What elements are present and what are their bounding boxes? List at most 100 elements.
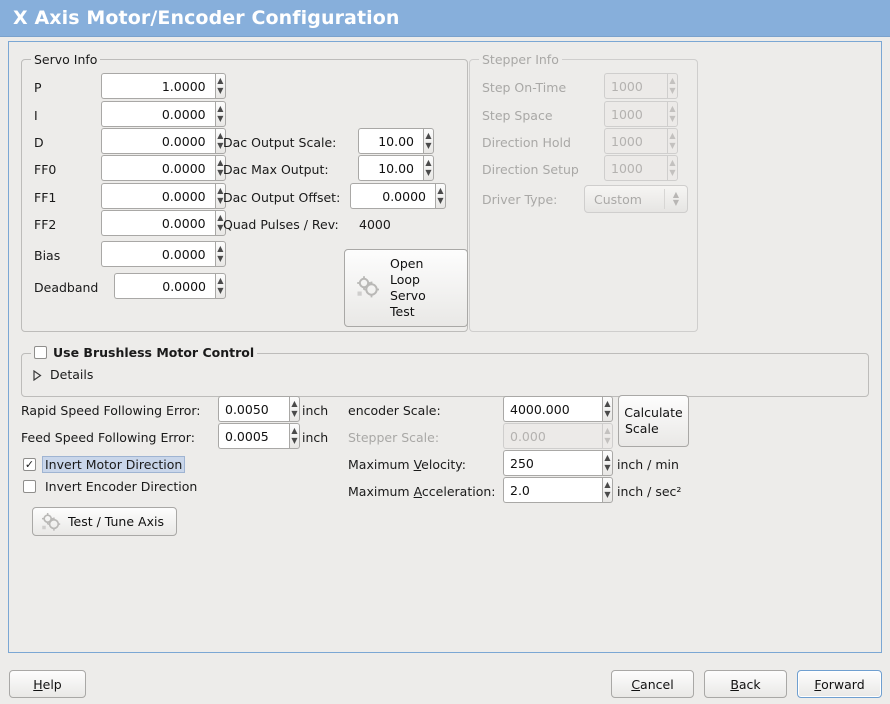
dac-output-offset-input[interactable]: [350, 183, 435, 209]
servo-ff1-stepper[interactable]: ▲ ▼: [214, 183, 226, 209]
servo-bias-input[interactable]: [101, 241, 215, 267]
invert-motor-direction-row[interactable]: ✓ Invert Motor Direction: [23, 456, 186, 473]
rapid-following-error-input[interactable]: [218, 396, 289, 422]
servo-bias-spinbox[interactable]: ▲ ▼: [101, 241, 226, 267]
back-button[interactable]: Back: [704, 670, 787, 698]
spin-up-icon[interactable]: ▲: [291, 426, 298, 435]
servo-ff2-stepper[interactable]: ▲ ▼: [214, 210, 226, 236]
maximum-acceleration-spinbox[interactable]: ▲ ▼: [503, 477, 613, 503]
spin-down-icon[interactable]: ▼: [604, 409, 611, 418]
open-loop-servo-test-button[interactable]: Open Loop Servo Test: [344, 249, 468, 327]
rapid-following-error-stepper[interactable]: ▲ ▼: [289, 396, 300, 422]
cancel-button[interactable]: Cancel: [611, 670, 694, 698]
spin-up-icon[interactable]: ▲: [425, 131, 432, 140]
maximum-velocity-stepper[interactable]: ▲ ▼: [602, 450, 613, 476]
spin-down-icon[interactable]: ▼: [217, 168, 224, 177]
encoder-scale-input[interactable]: [503, 396, 602, 422]
maximum-velocity-spinbox[interactable]: ▲ ▼: [503, 450, 613, 476]
spin-down-icon[interactable]: ▼: [425, 168, 432, 177]
servo-deadband-spinbox[interactable]: ▲ ▼: [114, 273, 226, 299]
spin-up-icon[interactable]: ▲: [217, 104, 224, 113]
forward-button[interactable]: Forward: [797, 670, 882, 698]
spin-down-icon[interactable]: ▼: [217, 196, 224, 205]
rapid-following-error-spinbox[interactable]: ▲ ▼: [218, 396, 300, 422]
dac-output-offset-spinbox[interactable]: ▲ ▼: [350, 183, 446, 209]
servo-d-input[interactable]: [101, 128, 215, 154]
servo-bias-stepper[interactable]: ▲ ▼: [214, 241, 226, 267]
dac-output-offset-stepper[interactable]: ▲ ▼: [435, 183, 446, 209]
spin-down-icon[interactable]: ▼: [425, 141, 432, 150]
spin-down-icon[interactable]: ▼: [217, 141, 224, 150]
encoder-scale-stepper[interactable]: ▲ ▼: [602, 396, 613, 422]
maximum-acceleration-stepper[interactable]: ▲ ▼: [602, 477, 613, 503]
maximum-acceleration-input[interactable]: [503, 477, 602, 503]
dac-max-output-stepper[interactable]: ▲ ▼: [423, 155, 434, 181]
invert-motor-direction-checkbox[interactable]: ✓: [23, 458, 36, 471]
use-brushless-motor-control-checkbox[interactable]: [34, 346, 47, 359]
max-accel-label-post: cceleration:: [421, 484, 496, 499]
servo-ff2-input[interactable]: [101, 210, 215, 236]
servo-ff0-input[interactable]: [101, 155, 215, 181]
test-tune-axis-button[interactable]: Test / Tune Axis: [32, 507, 177, 536]
feed-following-error-stepper[interactable]: ▲ ▼: [289, 423, 300, 449]
servo-deadband-stepper[interactable]: ▲ ▼: [215, 273, 226, 299]
dac-output-scale-stepper[interactable]: ▲ ▼: [423, 128, 434, 154]
encoder-scale-spinbox[interactable]: ▲ ▼: [503, 396, 613, 422]
spin-up-icon[interactable]: ▲: [217, 131, 224, 140]
gears-icon: [355, 275, 381, 302]
spin-up-icon[interactable]: ▲: [437, 186, 444, 195]
spin-up-icon[interactable]: ▲: [604, 399, 611, 408]
maximum-velocity-input[interactable]: [503, 450, 602, 476]
servo-ff2-spinbox[interactable]: ▲ ▼: [101, 210, 226, 236]
servo-i-stepper[interactable]: ▲ ▼: [214, 101, 226, 127]
spin-up-icon[interactable]: ▲: [217, 158, 224, 167]
servo-p-stepper[interactable]: ▲ ▼: [214, 73, 226, 99]
stepper-info-legend: Stepper Info: [479, 52, 562, 67]
spin-up-icon[interactable]: ▲: [425, 158, 432, 167]
servo-deadband-input[interactable]: [114, 273, 215, 299]
dac-output-scale-input[interactable]: [358, 128, 423, 154]
servo-ff0-spinbox[interactable]: ▲ ▼: [101, 155, 226, 181]
spin-down-icon[interactable]: ▼: [217, 86, 224, 95]
spin-down-icon[interactable]: ▼: [217, 223, 224, 232]
servo-label-i: I: [34, 108, 38, 123]
spin-up-icon[interactable]: ▲: [217, 186, 224, 195]
servo-i-input[interactable]: [101, 101, 215, 127]
spin-down-icon[interactable]: ▼: [604, 490, 611, 499]
servo-i-spinbox[interactable]: ▲ ▼: [101, 101, 226, 127]
spin-down-icon[interactable]: ▼: [604, 463, 611, 472]
brushless-legend-wrap: Use Brushless Motor Control: [31, 345, 258, 360]
servo-p-spinbox[interactable]: ▲ ▼: [101, 73, 226, 99]
spin-down-icon[interactable]: ▼: [217, 286, 224, 295]
servo-d-stepper[interactable]: ▲ ▼: [214, 128, 226, 154]
spin-down-icon[interactable]: ▼: [291, 409, 298, 418]
spin-up-icon[interactable]: ▲: [217, 213, 224, 222]
spin-up-icon[interactable]: ▲: [217, 244, 224, 253]
calculate-scale-button[interactable]: Calculate Scale: [618, 395, 689, 447]
dac-output-scale-spinbox[interactable]: ▲ ▼: [358, 128, 434, 154]
spin-up-icon[interactable]: ▲: [604, 480, 611, 489]
servo-ff1-spinbox[interactable]: ▲ ▼: [101, 183, 226, 209]
spin-up-icon[interactable]: ▲: [217, 76, 224, 85]
spin-up-icon[interactable]: ▲: [217, 276, 224, 285]
invert-encoder-direction-checkbox[interactable]: [23, 480, 36, 493]
servo-ff0-stepper[interactable]: ▲ ▼: [214, 155, 226, 181]
feed-following-error-input[interactable]: [218, 423, 289, 449]
chevron-right-icon[interactable]: [33, 369, 42, 382]
dac-max-output-spinbox[interactable]: ▲ ▼: [358, 155, 434, 181]
invert-encoder-direction-row[interactable]: Invert Encoder Direction: [23, 478, 200, 495]
servo-d-spinbox[interactable]: ▲ ▼: [101, 128, 226, 154]
servo-ff1-input[interactable]: [101, 183, 215, 209]
feed-following-error-spinbox[interactable]: ▲ ▼: [218, 423, 300, 449]
dac-max-output-input[interactable]: [358, 155, 423, 181]
spin-down-icon[interactable]: ▼: [291, 436, 298, 445]
spin-down-icon[interactable]: ▼: [437, 196, 444, 205]
maximum-velocity-unit: inch / min: [617, 457, 679, 472]
spin-down-icon[interactable]: ▼: [217, 114, 224, 123]
servo-p-input[interactable]: [101, 73, 215, 99]
help-button[interactable]: Help: [9, 670, 86, 698]
details-expander[interactable]: Details: [33, 367, 93, 382]
spin-up-icon[interactable]: ▲: [291, 399, 298, 408]
spin-down-icon[interactable]: ▼: [217, 254, 224, 263]
spin-up-icon[interactable]: ▲: [604, 453, 611, 462]
